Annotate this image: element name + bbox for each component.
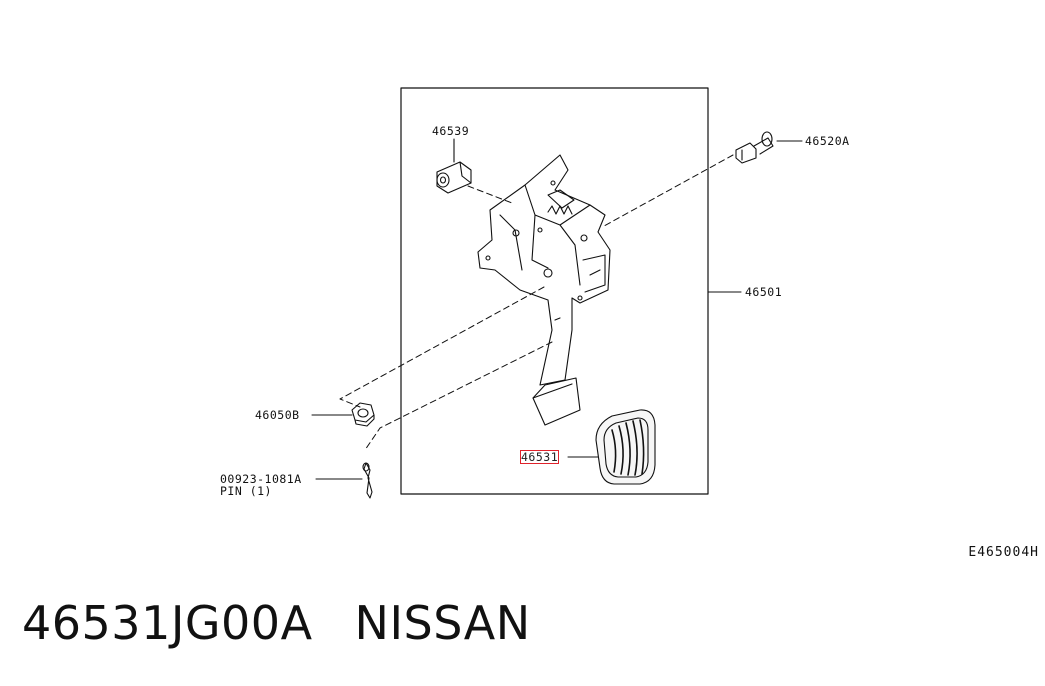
dash-bushing [467,185,513,204]
callout-pin-quantity: PIN (1) [220,484,272,498]
bolt-46520a [735,131,774,164]
callout-46050b: 46050B [255,408,300,422]
assembly-frame [400,87,709,495]
callout-46539: 46539 [432,124,470,138]
nut-46050b [351,402,375,427]
bushing-46539 [436,161,472,194]
pedal-pad-46531 [595,409,656,485]
part-number: 46531JG00A [22,596,313,650]
dash-bolt [603,154,734,227]
callout-46520a: 46520A [805,134,850,148]
dash-nut [339,286,545,408]
part-caption: 46531JG00A NISSAN [22,596,531,650]
pedal-bracket-46501 [477,154,611,426]
brand-name: NISSAN [354,596,531,650]
diagram-code: E465004H [968,545,1039,560]
pin-00923-1081a [362,462,373,499]
callout-46501: 46501 [745,285,783,299]
callout-46531-highlighted[interactable]: 46531 [519,450,560,464]
dash-pin [364,341,553,451]
callout-00923-1081a: 00923-1081A [220,472,302,486]
